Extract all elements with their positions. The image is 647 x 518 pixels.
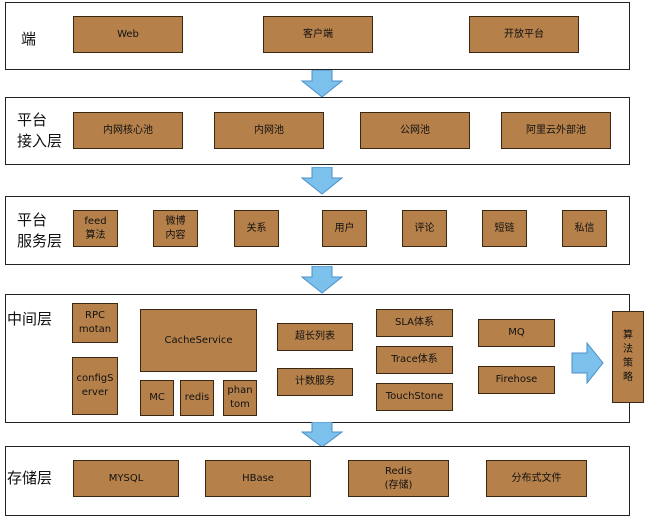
redis-box: redis [180,380,214,416]
long-list-box: 超长列表 [277,323,353,351]
storage-layer: 存储层 MYSQL HBase Redis (存储) 分布式文件 [5,446,630,516]
comment-box: 评论 [402,210,447,247]
down-arrow-4 [301,422,343,448]
touchstone-box: TouchStone [376,383,453,411]
web-box: Web [73,16,183,53]
algo-strategy-box: 算 法 策 略 [612,311,644,403]
private-message-box: 私信 [562,210,607,247]
relation-box: 关系 [234,210,279,247]
down-arrow-1 [301,70,343,98]
trace-box: Trace体系 [376,346,453,374]
counter-service-box: 计数服务 [277,368,353,396]
firehose-box: Firehose [478,366,555,394]
feed-algo-box: feed 算法 [73,210,118,247]
terminal-layer-label: 端 [21,30,37,48]
phantom-box: phan tom [223,380,257,416]
distributed-file-box: 分布式文件 [486,460,587,497]
client-box: 客户端 [263,16,373,53]
mq-box: MQ [478,319,555,347]
storage-layer-label: 存储层 [7,469,53,487]
intranet-pool-box: 内网池 [214,112,324,149]
access-layer-label: 平台 接入层 [17,111,63,150]
terminal-layer: 端 Web 客户端 开放平台 [5,2,630,70]
middle-layer-label: 中间层 [7,310,53,328]
rpc-motan-box: RPC motan [72,303,118,343]
access-layer: 平台 接入层 内网核心池 内网池 公网池 阿里云外部池 [5,97,630,165]
service-layer-label: 平台 服务层 [17,211,63,250]
down-arrow-2 [301,167,343,195]
redis-storage-box: Redis (存储) [348,460,449,497]
public-pool-box: 公网池 [360,112,470,149]
down-arrow-3 [301,266,343,294]
mysql-box: MYSQL [73,460,179,497]
middle-layer: 中间层 RPC motan configS erver CacheService… [5,294,630,423]
sla-box: SLA体系 [376,309,453,337]
right-arrow [571,342,604,384]
mc-box: MC [140,380,174,416]
service-layer: 平台 服务层 feed 算法 微博 内容 关系 用户 评论 短链 私信 [5,196,630,265]
cache-service-box: CacheService [140,309,257,372]
hbase-box: HBase [205,460,311,497]
short-link-box: 短链 [482,210,527,247]
aliyun-pool-box: 阿里云外部池 [501,112,611,149]
open-platform-box: 开放平台 [469,16,579,53]
intranet-core-pool-box: 内网核心池 [73,112,183,149]
user-box: 用户 [322,210,367,247]
weibo-content-box: 微博 内容 [153,210,198,247]
config-server-box: configS erver [72,357,118,415]
